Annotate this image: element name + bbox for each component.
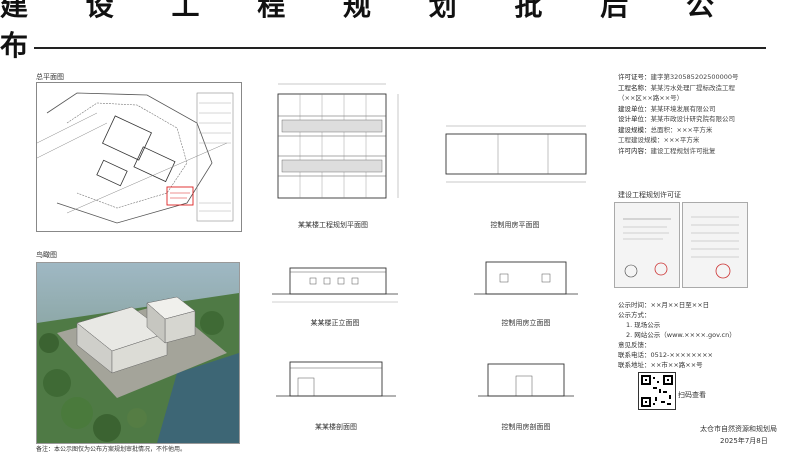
info-row: 工程名称：某某污水处理厂提标改造工程: [618, 83, 735, 92]
aerial-label: 鸟瞰图: [36, 251, 57, 259]
contact-row: 1. 现场公示: [626, 321, 661, 329]
info-row: 工程建设规模：×××平方米: [618, 136, 700, 144]
info-row: 建设单位：某某环境发展有限公司: [618, 104, 716, 113]
permit-document: [614, 202, 680, 288]
aerial-rendering: [36, 262, 240, 444]
info-row: （××区××路××号）: [618, 94, 684, 102]
page-title: 建 设 工 程 规 划 批 后 公 布: [0, 0, 738, 62]
control-floor-plan-caption: 控制用房平面图: [490, 221, 540, 229]
info-row: 设计单位：某某市政设计研究院有限公司: [618, 115, 735, 123]
section-caption: 某某楼剖面图: [315, 423, 357, 431]
contact-row: 公示时间：××月××日至××日: [618, 301, 710, 309]
section-drawing: [272, 352, 400, 408]
control-section-drawing: [476, 352, 576, 408]
floor-plan-caption: 某某楼工程规划平面图: [298, 221, 368, 229]
elevation-caption: 某某楼正立面图: [310, 319, 360, 327]
contact-info: 公示时间：××月××日至××日 公示方式： 1. 现场公示 2. 网站公示（ww…: [618, 300, 786, 370]
footer-date: 2025年7月8日: [720, 437, 768, 445]
permit-attachment: [682, 202, 748, 288]
aerial-note: 备注：本公示图仅为公布方案规划审批情况，不作他用。: [36, 446, 187, 453]
qr-label: 扫码查看: [678, 391, 706, 399]
elevation-drawing: [262, 252, 408, 308]
project-info: 许可证号：建字第320585202500000号 工程名称：某某污水处理厂提标改…: [618, 72, 786, 156]
control-elevation-drawing: [470, 252, 582, 308]
footer-org: 太仓市自然资源和规划局: [700, 425, 777, 433]
control-section-caption: 控制用房剖面图: [501, 423, 551, 431]
info-row: 建设规模：总面积：×××平方米: [618, 125, 713, 134]
contact-row: 联系地址：××市××路××号: [618, 361, 703, 369]
contact-row: 公示方式：: [618, 311, 651, 319]
info-row: 许可内容：建设工程规划许可批复: [618, 146, 716, 155]
control-elevation-caption: 控制用房立面图: [501, 319, 551, 327]
floor-plan-drawing: [258, 76, 408, 214]
title-divider: [34, 47, 766, 49]
info-row: 许可证号：建字第320585202500000号: [618, 73, 739, 81]
permit-label: 建设工程规划许可证: [618, 191, 681, 199]
contact-row: 联系电话：0512-××××××××: [618, 351, 713, 359]
control-floor-plan-drawing: [428, 120, 602, 186]
contact-row: 2. 网站公示（www.××××.gov.cn）: [626, 331, 736, 339]
site-plan-drawing: [36, 82, 242, 232]
contact-row: 意见反馈：: [618, 341, 651, 349]
site-plan-label: 总平面图: [36, 73, 64, 81]
qr-code[interactable]: [638, 372, 676, 410]
